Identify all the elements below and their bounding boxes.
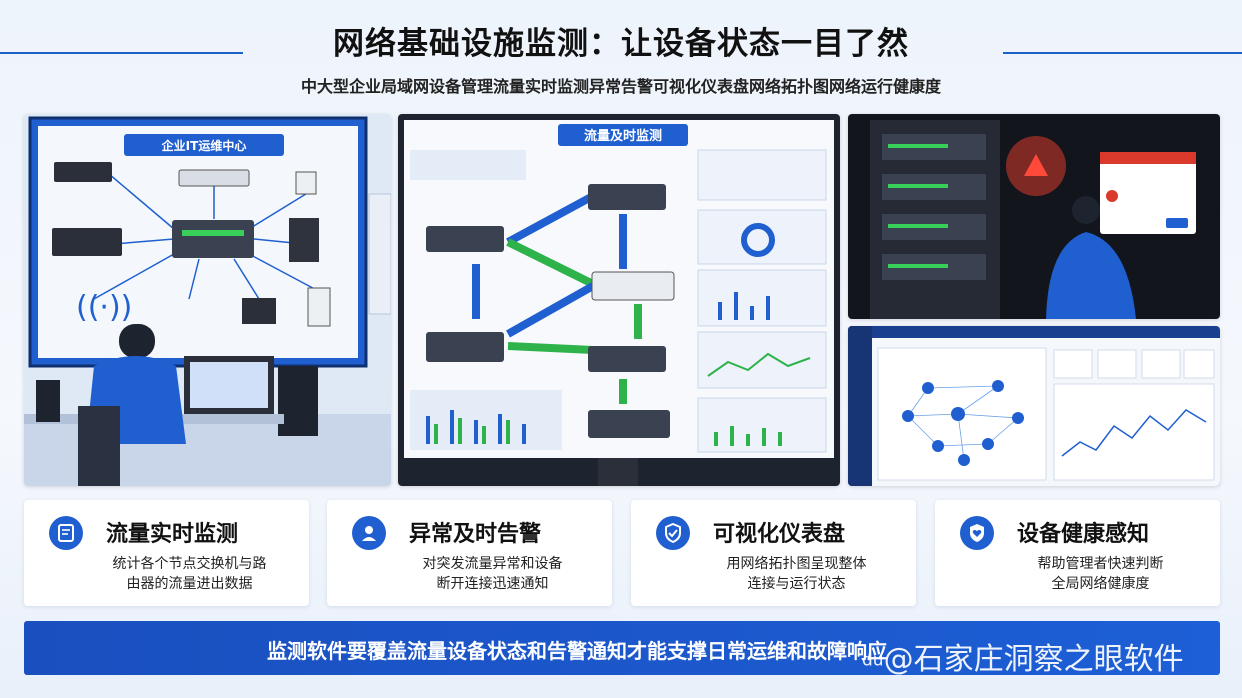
feature-card-desc-line: 全局网络健康度 xyxy=(1051,576,1150,592)
feature-card-desc-line: 断开连接迅速通知 xyxy=(436,576,549,592)
feature-card-title: 设备健康感知 xyxy=(1017,522,1150,547)
feature-card-health: 设备健康感知 帮助管理者快速判断 全局网络健康度 xyxy=(935,500,1220,606)
feature-card-traffic: 流量实时监测 统计各个节点交换机与路 由器的流量进出数据 xyxy=(24,500,309,606)
feature-card-desc-line: 由器的流量进出数据 xyxy=(126,576,253,592)
feature-card-desc-line: 用网络拓扑图呈现整体 xyxy=(726,556,867,572)
traffic-monitor-screen: 流量及时监测 xyxy=(398,114,840,486)
document-icon xyxy=(49,516,83,550)
heart-shield-icon xyxy=(960,516,994,550)
traffic-screen-title: 流量及时监测 xyxy=(584,128,662,144)
feature-card-title: 可视化仪表盘 xyxy=(713,522,846,547)
page-title: 网络基础设施监测：让设备状态一目了然 xyxy=(333,26,909,62)
feature-card-desc-line: 对突发流量异常和设备 xyxy=(422,556,563,572)
feature-card-desc-line: 帮助管理者快速判断 xyxy=(1037,556,1164,572)
feature-card-desc: 帮助管理者快速判断 全局网络健康度 xyxy=(995,554,1206,594)
page-subtitle: 中大型企业局域网设备管理流量实时监测异常告警可视化仪表盘网络拓扑图网络运行健康度 xyxy=(300,77,941,96)
title-rule-left xyxy=(0,52,243,54)
watermark-logo: du xyxy=(862,650,884,671)
watermark: du@石家庄洞察之眼软件 xyxy=(862,634,1184,678)
title-rule-right xyxy=(1003,52,1242,54)
feature-card-desc-line: 统计各个节点交换机与路 xyxy=(112,556,267,572)
feature-card-desc: 用网络拓扑图呈现整体 连接与运行状态 xyxy=(691,554,902,594)
shield-check-icon xyxy=(656,516,690,550)
feature-card-desc: 对突发流量异常和设备 断开连接迅速通知 xyxy=(387,554,598,594)
header: 网络基础设施监测：让设备状态一目了然 中大型企业局域网设备管理流量实时监测异常告… xyxy=(0,18,1242,97)
svg-text:((·)): ((·)) xyxy=(76,290,132,325)
wall-screen-label: 企业IT运维中心 xyxy=(161,138,247,153)
feature-card-desc-line: 连接与运行状态 xyxy=(747,576,846,592)
feature-card-desc: 统计各个节点交换机与路 由器的流量进出数据 xyxy=(84,554,295,594)
watermark-text: @石家庄洞察之眼软件 xyxy=(883,642,1184,677)
summary-banner: 监测软件要覆盖流量设备状态和告警通知才能支撑日常运维和故障响应 xyxy=(24,621,1220,675)
feature-card-dashboard: 可视化仪表盘 用网络拓扑图呈现整体 连接与运行状态 xyxy=(631,500,916,606)
ops-center-illustration: 企业IT运维中心 ((·)) xyxy=(24,114,391,486)
feature-card-alert: 异常及时告警 对突发流量异常和设备 断开连接迅速通知 xyxy=(327,500,612,606)
summary-banner-text: 监测软件要覆盖流量设备状态和告警通知才能支撑日常运维和故障响应 xyxy=(267,639,887,663)
server-room-alert-illustration xyxy=(848,114,1220,319)
feature-card-title: 异常及时告警 xyxy=(409,522,542,547)
feature-cards: 流量实时监测 统计各个节点交换机与路 由器的流量进出数据 异常及时告警 对突发流… xyxy=(24,500,1220,606)
dashboard-illustration xyxy=(848,326,1220,486)
user-icon xyxy=(352,516,386,550)
feature-card-title: 流量实时监测 xyxy=(106,522,239,547)
